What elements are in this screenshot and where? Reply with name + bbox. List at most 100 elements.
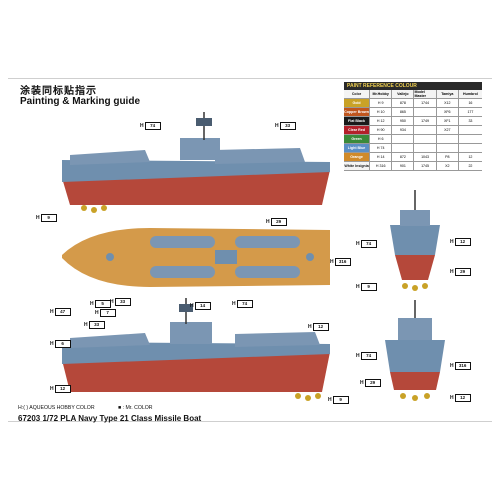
radar-top	[196, 118, 212, 126]
paint-humbrol: 33	[468, 119, 473, 123]
paint-tamiya: X2	[437, 162, 459, 170]
paint-modelmaster: 1745	[414, 162, 437, 170]
launcher-fwd-bottom	[70, 333, 150, 348]
paint-color-swatch: Green	[344, 135, 371, 143]
stern-superstructure	[398, 318, 432, 340]
hull-red-bottom	[62, 352, 330, 392]
launcher-aft	[215, 148, 305, 164]
paint-reference-table: Color Mr.Hobby Vallejo Model Master Tami…	[344, 90, 482, 171]
stern-view	[385, 300, 445, 401]
paint-modelmaster	[414, 108, 437, 116]
launcher-deck-4	[235, 266, 300, 278]
paint-vallejo: 878	[392, 99, 415, 107]
title-english: Painting & Marking guide	[20, 96, 141, 107]
title-chinese: 涂装同标贴指示	[20, 86, 97, 97]
paint-code: H 316	[370, 162, 393, 170]
paint-modelmaster: 1043	[414, 153, 437, 161]
bridge-deck	[215, 250, 237, 264]
paint-vallejo	[392, 144, 415, 152]
deck-details	[106, 253, 314, 261]
paint-vallejo: 950	[392, 117, 415, 125]
paint-tamiya: XF1	[437, 117, 459, 125]
paint-color-swatch: Flat Black	[344, 117, 371, 125]
side-profile-bottom	[62, 298, 330, 401]
paint-color-swatch: White Insignia	[344, 162, 371, 170]
paint-vallejo: 865	[392, 108, 415, 116]
paint-modelmaster: 1744	[414, 99, 437, 107]
paint-color-swatch: Gold	[344, 99, 371, 107]
paint-humbrol: 22	[468, 164, 473, 168]
paint-modelmaster	[414, 144, 437, 152]
paint-color-swatch: Orange	[344, 153, 371, 161]
paint-code: H 6	[370, 135, 393, 143]
paint-humbrol: 177	[467, 110, 474, 114]
col-modelmaster: Model Master	[414, 90, 437, 98]
paint-tamiya: P8	[437, 153, 459, 161]
paint-table-header: Color Mr.Hobby Vallejo Model Master Tami…	[344, 90, 482, 99]
bow-propellers	[402, 283, 428, 291]
col-humbrol: Humbrol	[463, 92, 478, 96]
side-profile-top	[62, 112, 330, 213]
col-color: Color	[344, 90, 371, 98]
col-tamiya: Tamiya	[437, 90, 459, 98]
launcher-deck-3	[235, 236, 300, 248]
launcher-aft-bottom	[235, 332, 320, 347]
bow-view	[390, 190, 440, 291]
paint-color-swatch: Copper Brown	[344, 108, 371, 116]
paint-code: H 9	[370, 99, 393, 107]
paint-modelmaster	[414, 126, 437, 134]
bow-superstructure	[400, 210, 430, 226]
launcher-deck-1	[150, 236, 215, 248]
radar-bottom	[179, 304, 193, 312]
paint-color-swatch: Light Blue	[344, 144, 371, 152]
paint-vallejo: 934	[392, 126, 415, 134]
paint-tamiya	[437, 144, 459, 152]
stern-propellers	[400, 393, 430, 401]
launcher-fwd	[70, 150, 150, 165]
superstructure-top	[180, 138, 220, 160]
deck-view	[62, 228, 330, 287]
stern-hull-lower	[390, 372, 440, 390]
paint-humbrol: 12	[468, 155, 473, 159]
stern-hull-upper	[385, 340, 445, 372]
paint-color-swatch: Clear Red	[344, 126, 371, 134]
paint-vallejo	[392, 135, 415, 143]
paint-vallejo: 901	[392, 162, 415, 170]
paint-humbrol: 16	[468, 101, 473, 105]
propellers-bottom	[295, 393, 321, 401]
col-mrhobby: Mr.Hobby	[370, 90, 393, 98]
paint-modelmaster: 1749	[414, 117, 437, 125]
superstructure-bottom	[170, 322, 212, 344]
paint-tamiya: X27	[437, 126, 459, 134]
paint-tamiya: X12	[437, 99, 459, 107]
col-vallejo: Vallejo	[392, 90, 415, 98]
